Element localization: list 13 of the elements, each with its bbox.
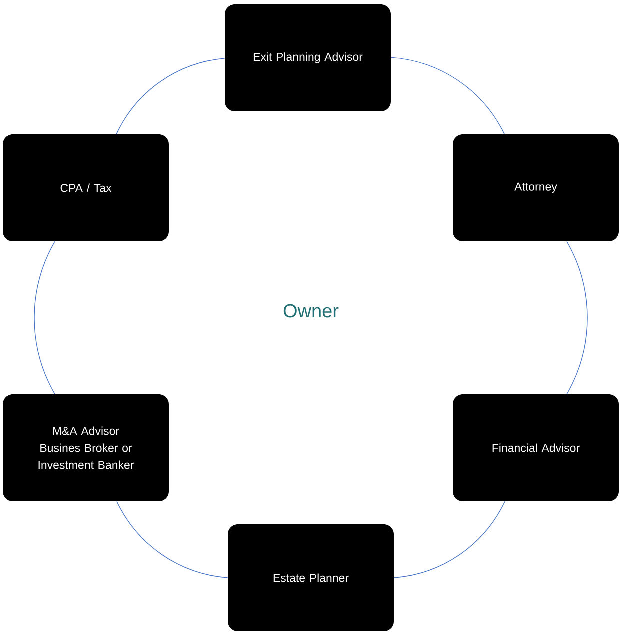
circle-arc — [566, 241, 588, 395]
role-box: M&A Advisor Busines Broker or Investment Banker — [3, 394, 169, 502]
circle-arc — [116, 58, 226, 135]
role-box: Financial Advisor — [453, 394, 619, 502]
role-box: Estate Planner — [228, 524, 394, 632]
circle-arc — [394, 501, 506, 578]
circle-arc — [390, 57, 505, 135]
circle-arc — [116, 501, 228, 578]
role-box: Attorney — [453, 134, 619, 242]
center-label: Owner — [284, 304, 339, 318]
role-box: Exit Planning Advisor — [225, 4, 391, 112]
circle-arc — [34, 241, 56, 395]
role-box: CPA / Tax — [3, 134, 169, 242]
